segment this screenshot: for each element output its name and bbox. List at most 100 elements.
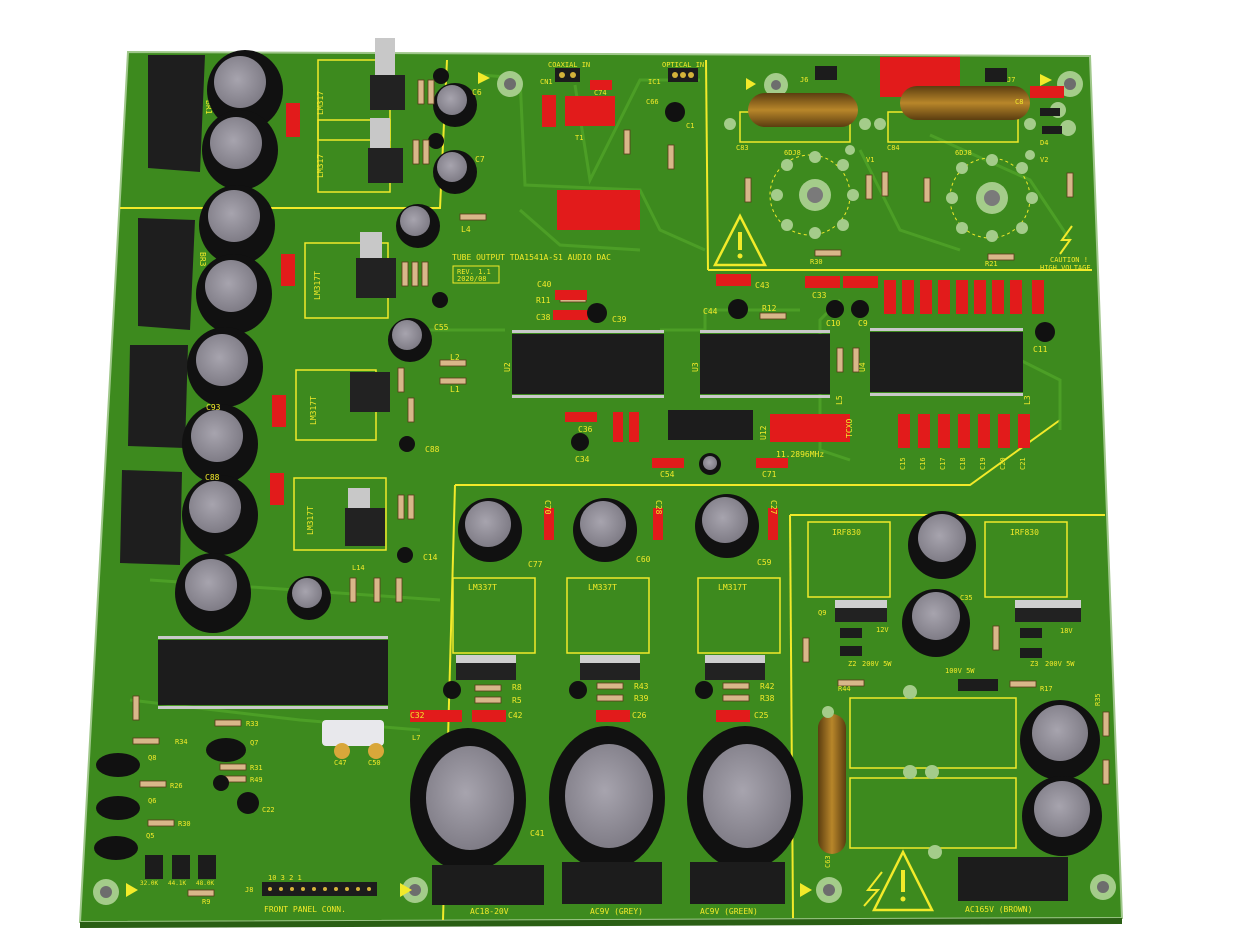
reg-label-2: LM317 xyxy=(316,154,325,178)
irf-label-1: IRF830 xyxy=(832,528,861,537)
svg-text:C17: C17 xyxy=(939,457,947,470)
ic-pins xyxy=(158,328,1023,709)
label-r39: R39 xyxy=(634,694,649,703)
label-c25: C25 xyxy=(754,711,769,720)
label-c77: C77 xyxy=(528,560,543,569)
label-c93: C93 xyxy=(206,403,221,412)
label-v1: V1 xyxy=(866,156,874,164)
label-c74: C74 xyxy=(594,89,607,97)
label-ic1: IC1 xyxy=(648,78,661,86)
label-r17: R17 xyxy=(1040,685,1053,693)
label-t1: T1 xyxy=(575,134,583,142)
label-q8: Q8 xyxy=(148,754,156,762)
label-u12: U12 xyxy=(759,425,768,440)
label-c70: C70 xyxy=(543,500,552,515)
label-r49: R49 xyxy=(250,776,263,784)
warning-icon-bottom xyxy=(871,849,935,912)
label-c27: C27 xyxy=(769,500,778,515)
label-u3: U3 xyxy=(691,362,700,372)
caution-text-1: CAUTION ! xyxy=(1050,256,1088,264)
label-l3: L3 xyxy=(1023,395,1032,405)
ac-input-1: AC18-20V xyxy=(470,907,509,916)
svg-text:C15: C15 xyxy=(899,457,907,470)
label-c60: C60 xyxy=(636,555,651,564)
label-c54: C54 xyxy=(660,470,675,479)
label-r21: R21 xyxy=(985,260,998,268)
label-c59: C59 xyxy=(757,558,772,567)
board-title: TUBE OUTPUT TDA1541A-S1 AUDIO DAC xyxy=(452,253,611,262)
label-z3: Z3 xyxy=(1030,660,1038,668)
arrow-markers xyxy=(126,72,1052,897)
label-c55: C55 xyxy=(434,323,449,332)
label-r9: R9 xyxy=(202,898,210,906)
label-c44: C44 xyxy=(703,307,718,316)
reg-label-5: LM317T xyxy=(306,506,315,535)
label-c33: C33 xyxy=(812,291,827,300)
label-u4: U4 xyxy=(858,362,867,372)
revision-box xyxy=(452,265,500,284)
label-c14: C14 xyxy=(423,553,438,562)
label-c43: C43 xyxy=(755,281,770,290)
zener-18: 18V xyxy=(1060,627,1073,635)
big-filter-caps xyxy=(410,726,1068,905)
label-c28: C28 xyxy=(654,500,663,515)
hv-section xyxy=(807,511,1102,859)
svg-text:C20: C20 xyxy=(999,457,1007,470)
front-panel-label: FRONT PANEL CONN. xyxy=(264,905,346,914)
rate-44k: 44.1K xyxy=(168,880,186,887)
label-c32: C32 xyxy=(410,711,425,720)
label-r43: R43 xyxy=(634,682,649,691)
label-c6: C6 xyxy=(472,88,482,97)
warning-icon xyxy=(712,213,768,267)
ac-input-3: AC9V (GREEN) xyxy=(700,907,758,916)
left-caps xyxy=(175,50,283,633)
label-c26: C26 xyxy=(632,711,647,720)
optical-in-label: OPTICAL IN xyxy=(662,61,704,69)
label-c36: C36 xyxy=(578,425,593,434)
regulator-block-1 xyxy=(317,38,405,193)
board-revision: REV. 1.1 xyxy=(457,268,491,276)
label-br3: BR3 xyxy=(198,252,207,267)
bridge-rectifiers xyxy=(120,55,205,565)
label-v2: V2 xyxy=(1040,156,1048,164)
label-c39: C39 xyxy=(612,315,627,324)
label-c83: C83 xyxy=(736,144,749,152)
smd-left xyxy=(270,103,300,505)
label-c84: C84 xyxy=(887,144,900,152)
reg-337-2: LM337T xyxy=(588,583,617,592)
label-c40: C40 xyxy=(537,280,552,289)
label-r34: R34 xyxy=(175,738,188,746)
label-c38: C38 xyxy=(536,313,551,322)
label-r33: R33 xyxy=(246,720,259,728)
caution-text-2: HIGH VOLTAGE xyxy=(1040,264,1091,272)
label-r31: R31 xyxy=(250,764,263,772)
board-date: 2020/08 xyxy=(457,275,487,283)
pcb-edge xyxy=(80,918,1122,928)
label-c35: C35 xyxy=(960,594,973,602)
irf-label-2: IRF830 xyxy=(1010,528,1039,537)
label-c11: C11 xyxy=(1033,345,1048,354)
label-r5: R5 xyxy=(512,696,522,705)
input-connectors xyxy=(555,66,1007,90)
reg-317-bot: LM317T xyxy=(718,583,747,592)
label-j7: J7 xyxy=(1007,76,1015,84)
zener-200a: 200V 5W xyxy=(862,660,892,668)
resistors xyxy=(132,79,1110,897)
label-l5: L5 xyxy=(835,395,844,405)
svg-text:C21: C21 xyxy=(1019,457,1027,470)
bottom-supply xyxy=(443,494,781,699)
label-r26: R26 xyxy=(170,782,183,790)
reg-label-3: LM317T xyxy=(313,271,322,300)
label-c7: C7 xyxy=(475,155,485,164)
reg-337-1: LM337T xyxy=(468,583,497,592)
label-c8: C8 xyxy=(1015,98,1023,106)
label-q9: Q9 xyxy=(818,609,826,617)
svg-text:C16: C16 xyxy=(919,457,927,470)
label-c63: C63 xyxy=(824,855,832,868)
label-c88b: C88 xyxy=(425,445,440,454)
label-c34: C34 xyxy=(575,455,590,464)
label-tcxo: TCXO xyxy=(845,419,854,438)
label-r44: R44 xyxy=(838,685,851,693)
